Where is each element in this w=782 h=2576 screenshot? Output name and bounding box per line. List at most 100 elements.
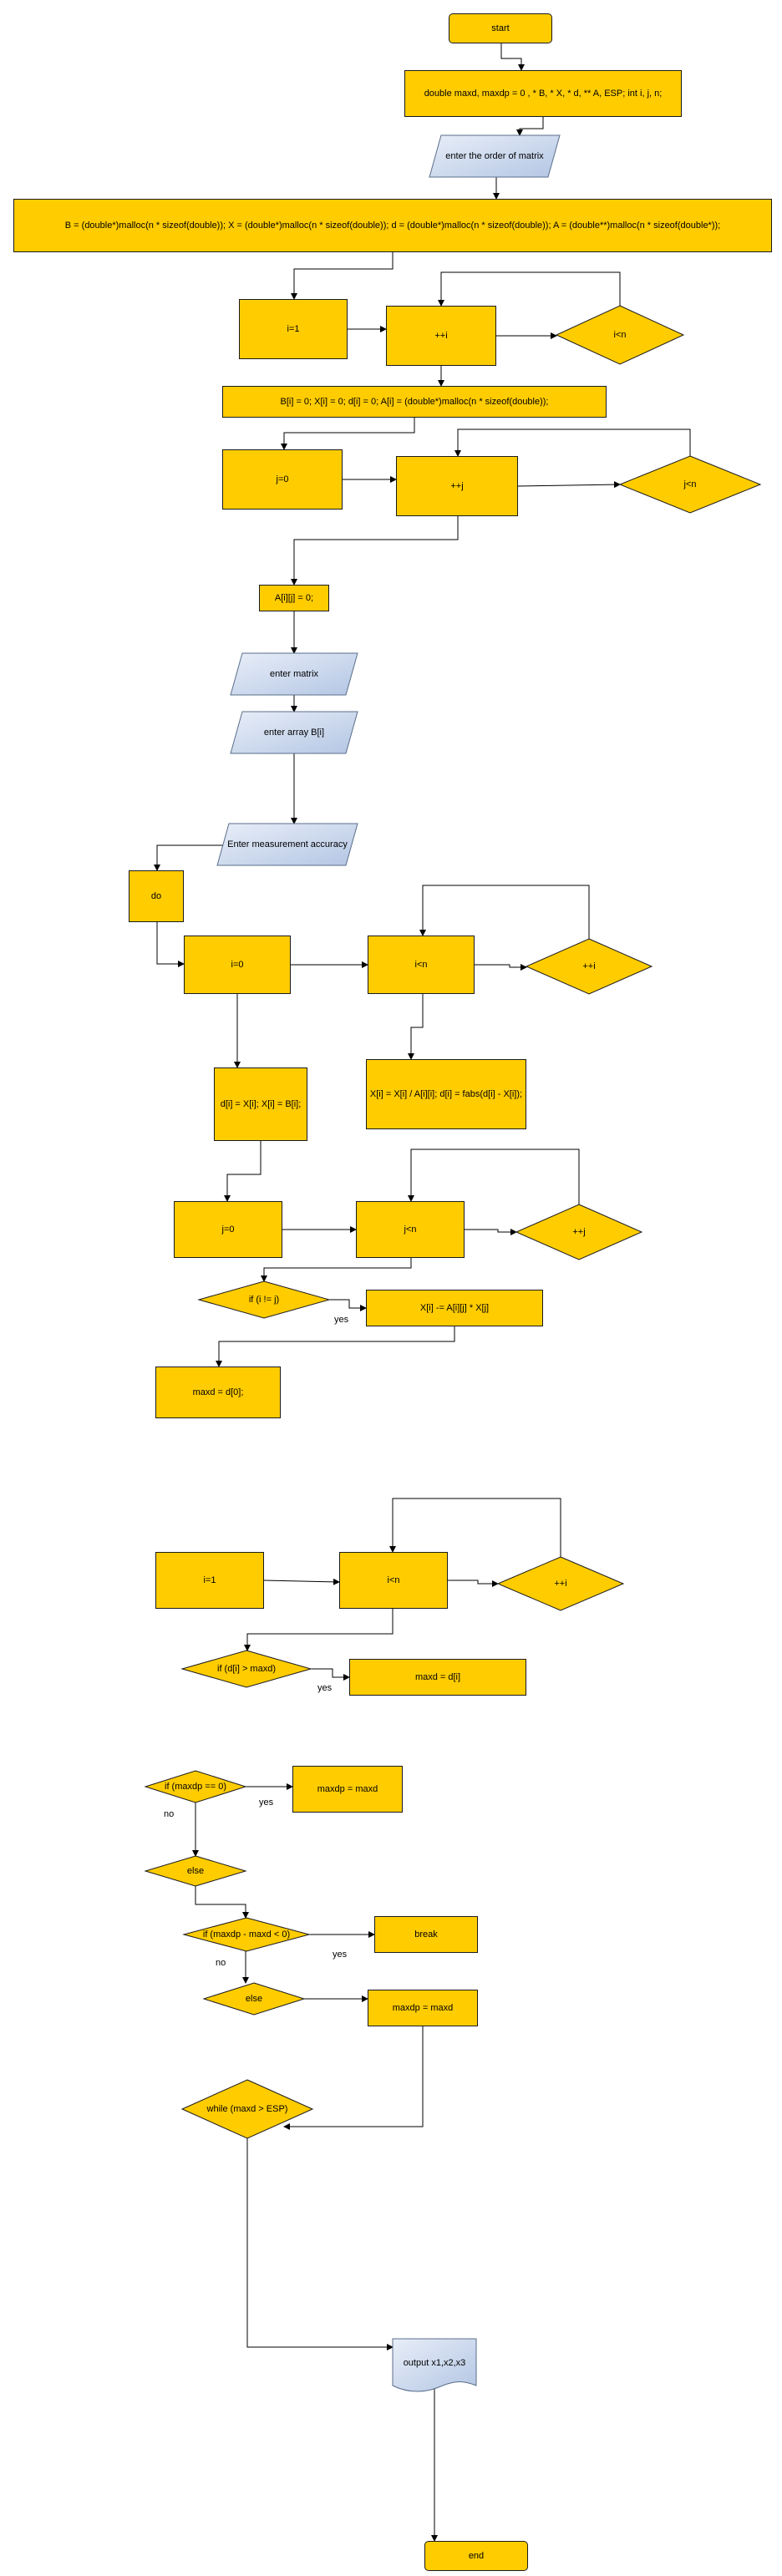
connector-arrow [517,481,621,489]
output-node: output x1,x2,x3 [392,2338,477,2394]
edge-label-no: no [164,1809,175,1819]
maxdp-maxd-2-node: maxdp = maxd [368,1990,478,2026]
diamond-shape [618,455,762,514]
connector-arrow [311,1668,350,1681]
connector-arrow [281,418,415,450]
edge-label-yes: yes [317,1683,333,1693]
diamond-shape [180,2079,314,2139]
break-node: break [374,1916,478,1953]
while-node: while (maxd > ESP) [180,2079,314,2139]
i-init-0-node: i=0 [184,936,291,994]
connector-arrow [291,516,459,586]
else-1-node: else [144,1855,247,1887]
parallelogram-shape [230,711,358,754]
else-2-label: else [245,1994,263,2004]
connector-arrow [454,428,691,457]
parallelogram-shape [216,823,358,866]
enter-matrix-node: enter matrix [230,652,358,696]
connector-arrow [475,964,527,971]
diamond-shape [197,1280,331,1319]
init-arrays-node: B[i] = 0; X[i] = 0; d[i] = 0; A[i] = (do… [222,386,607,418]
document-shape [392,2338,477,2392]
j-init-b-node: j=0 [174,1201,282,1258]
connector-arrow [438,271,621,307]
inc-j-a-node: ++j [396,456,518,516]
connector-arrow [216,1326,455,1367]
cond-j-a-node: j<n [618,455,762,514]
connector-arrow [465,1229,517,1235]
connector-arrow [156,922,185,967]
if-di-gt-node: if (d[i] > maxd) [180,1650,312,1688]
connector-arrow [195,1886,249,1919]
cond-j-b-node: j<n [356,1201,465,1258]
connector-arrow [283,2026,424,2130]
diamond-shape [525,938,653,995]
if-maxdp-0-node: if (maxdp == 0) [144,1770,247,1803]
if-i-ne-j-label: if (i != j) [248,1295,280,1305]
enter-matrix-label: enter matrix [269,669,319,679]
else-2-node: else [202,1982,306,2016]
start-node: start [449,13,552,43]
declare-vars-node: double maxd, maxdp = 0 , * B, * X, * d, … [404,70,682,117]
inc-i-2-label: ++i [582,961,596,971]
output-label: output x1,x2,x3 [403,2358,466,2368]
j-init-a-node: j=0 [222,449,343,510]
inc-j-b-label: ++j [572,1227,586,1237]
diamond-shape [180,1650,312,1688]
xi-sub-node: X[i] -= A[i][j] * X[j] [366,1290,543,1326]
maxd-di-node: maxd = d[i] [349,1659,526,1696]
diamond-shape [515,1204,643,1260]
connector-arrow [408,1149,580,1204]
cond-j-a-label: j<n [683,479,697,489]
edge-label-yes: yes [334,1315,349,1325]
inc-i-2-node: ++i [525,938,653,995]
connector-arrow [408,994,424,1060]
cond-i-2-node: i<n [368,936,475,994]
connector-arrow [291,252,394,300]
diamond-shape [202,1982,306,2016]
do-node: do [129,870,184,922]
edge-label-yes: yes [259,1798,274,1808]
inc-i-3-label: ++i [554,1579,567,1589]
cond-i-3-node: i<n [339,1552,448,1609]
enter-array-label: enter array B[i] [263,728,325,738]
enter-order-node: enter the order of matrix [429,134,561,178]
diamond-shape [144,1855,247,1887]
inc-i-1-node: ++i [386,306,496,366]
inc-j-b-node: ++j [515,1204,643,1260]
parallelogram-shape [230,652,358,696]
i-init-1b-node: i=1 [155,1552,264,1609]
maxdp-maxd-1-node: maxdp = maxd [292,1766,403,1813]
edge-label-yes: yes [333,1950,348,1960]
connector-arrow [329,1299,367,1311]
connector-arrow [500,43,525,71]
enter-order-label: enter the order of matrix [445,151,544,161]
diamond-shape [182,1917,311,1952]
cond-i-1-label: i<n [613,330,627,340]
if-di-gt-label: if (d[i] > maxd) [217,1664,276,1674]
aij-zero-node: A[i][j] = 0; [259,585,329,611]
connector-arrow [154,844,224,871]
i-init-1-node: i=1 [239,299,348,359]
enter-accuracy-label: Enter measurement accuracy [227,839,348,849]
edge-label-no: no [216,1958,226,1968]
enter-accuracy-node: Enter measurement accuracy [216,823,358,866]
inc-i-3-node: ++i [496,1556,625,1611]
maxd-d0-node: maxd = d[0]; [155,1367,281,1418]
connector-arrow [516,117,544,136]
connector-arrow [263,1578,340,1585]
connector-arrow [224,1141,262,1202]
if-i-ne-j-node: if (i != j) [197,1280,331,1319]
if-maxdp-0-label: if (maxdp == 0) [165,1782,226,1792]
else-1-label: else [186,1866,205,1876]
diamond-shape [555,305,685,365]
if-diff-node: if (maxdp - maxd < 0) [182,1917,311,1952]
connector-arrow [244,1609,394,1651]
xi-assign-node: X[i] = X[i] / A[i][i]; d[i] = fabs(d[i] … [366,1059,526,1129]
enter-array-node: enter array B[i] [230,711,358,754]
diamond-shape [496,1556,625,1611]
diamond-shape [144,1770,247,1803]
if-diff-label: if (maxdp - maxd < 0) [202,1929,291,1940]
while-label: while (maxd > ESP) [206,2104,288,2114]
